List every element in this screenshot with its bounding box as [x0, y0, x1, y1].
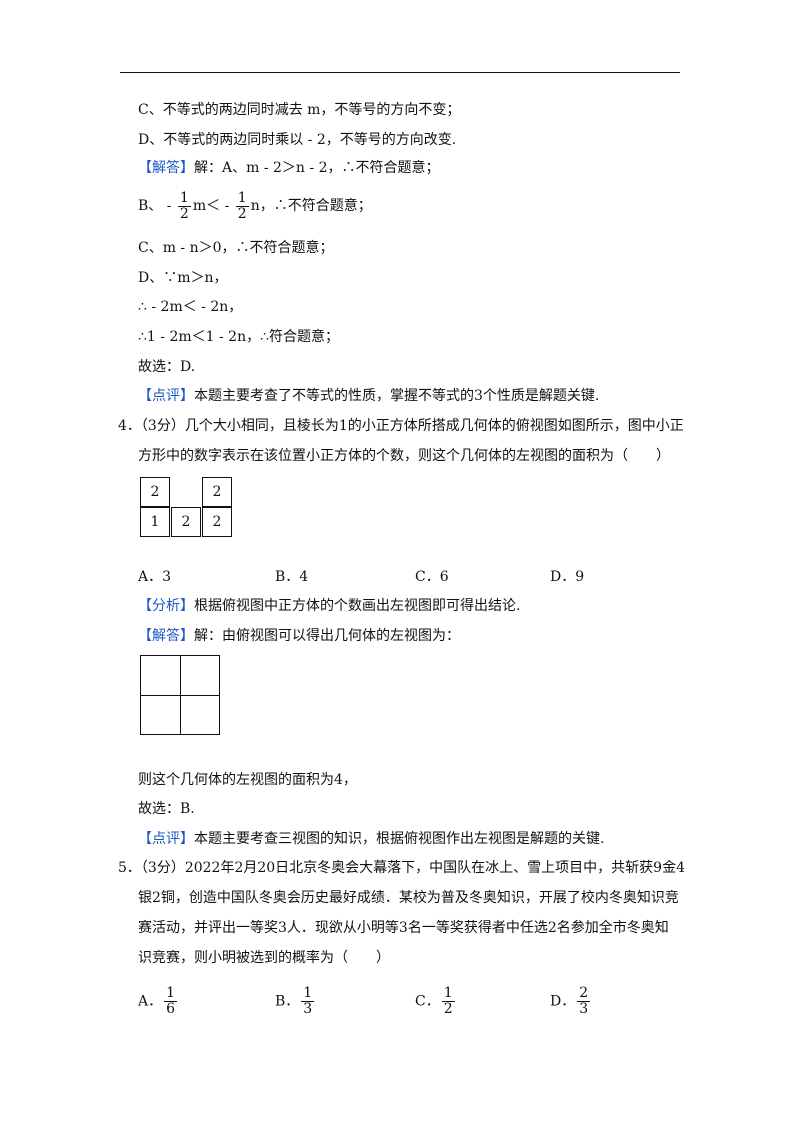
q3-answer-c: C、m - n＞0，∴不符合题意； [138, 240, 334, 256]
header-rule [120, 72, 680, 73]
analysis-tag: 【分析】 [138, 598, 194, 614]
fraction-numerator: 1 [235, 189, 249, 207]
analysis-text: 根据俯视图中正方体的个数画出左视图即可得出结论. [194, 598, 521, 614]
q4-analysis: 【分析】根据俯视图中正方体的个数画出左视图即可得出结论. [138, 596, 520, 616]
option-label: C． [415, 993, 440, 1010]
q5-stem-line4: 识竞赛，则小明被选到的概率为（ ） [138, 950, 390, 966]
fraction-denominator: 3 [303, 1001, 313, 1017]
q4-review: 【点评】本题主要考查三视图的知识，根据俯视图作出左视图是解题的关键. [138, 829, 604, 849]
review-text: 本题主要考查三视图的知识，根据俯视图作出左视图是解题的关键. [194, 831, 605, 847]
grid-cell: 2 [140, 477, 170, 507]
fraction-denominator: 2 [443, 1001, 453, 1017]
q5-stem-line1: 5．（3分）2022年2月20日北京冬奥会大幕落下，中国队在冰上、雪上项目中，共… [118, 860, 685, 876]
answer-a-text: 解：A、m - 2＞n - 2，∴不符合题意； [194, 160, 440, 176]
grid-cell: 2 [171, 507, 201, 537]
answer-tag: 【解答】 [138, 160, 194, 176]
q4-choice: 故选：B. [138, 801, 195, 817]
fraction-denominator: 3 [579, 1001, 589, 1017]
fraction-numerator: 1 [441, 985, 455, 1002]
grid-divider [141, 695, 219, 696]
q4-area: 则这个几何体的左视图的面积为4， [138, 772, 357, 788]
fraction-numerator: 1 [164, 985, 178, 1002]
answer-tag: 【解答】 [138, 628, 194, 644]
q4-option-c: C．6 [415, 569, 449, 585]
q4-stem-line1: 4．（3分）几个大小相同，且棱长为1的小正方体所搭成几何体的俯视图如图所示，图中… [118, 418, 684, 434]
q4-answer: 【解答】解：由俯视图可以得出几何体的左视图为： [138, 626, 460, 646]
review-text: 本题主要考查了不等式的性质，掌握不等式的3个性质是解题关键. [194, 388, 600, 404]
q4-option-b: B．4 [275, 569, 309, 585]
option-label: A． [138, 993, 163, 1010]
answer-text: 解：由俯视图可以得出几何体的左视图为： [194, 628, 460, 644]
q4-option-a: A．3 [138, 569, 172, 585]
fraction-denominator: 2 [179, 205, 189, 222]
q3-review: 【点评】本题主要考查了不等式的性质，掌握不等式的3个性质是解题关键. [138, 386, 599, 406]
q3-answer-d1: D、∵m＞n， [138, 270, 228, 286]
review-tag: 【点评】 [138, 831, 194, 847]
q3-choice: 故选：D. [138, 359, 196, 375]
q5-stem-line3: 赛活动，并评出一等奖3人．现欲从小明等3名一等奖获得者中任选2名参加全市冬奥知 [138, 920, 669, 936]
fraction-denominator: 6 [166, 1001, 176, 1017]
fraction-numerator: 2 [577, 985, 591, 1002]
grid-cell: 2 [202, 477, 232, 507]
left-view-diagram [140, 655, 220, 735]
q3-answer-d2: ∴ - 2m＜ - 2n， [138, 299, 243, 315]
q4-stem-line2: 方形中的数字表示在该位置小正方体的个数，则这个几何体的左视图的面积为（ ） [138, 448, 670, 464]
q3-option-c: C、不等式的两边同时减去 m，不等号的方向不变； [138, 102, 461, 118]
answer-b-suffix: n，∴不符合题意； [250, 198, 372, 214]
q4-option-d: D．9 [550, 569, 585, 585]
q3-answer-d3: ∴1 - 2m＜1 - 2n，∴符合题意； [138, 329, 339, 345]
option-label: B． [275, 993, 300, 1010]
fraction-numerator: 1 [177, 189, 191, 207]
answer-b-mid: m＜ - [192, 198, 230, 214]
answer-b-prefix: B、 - [138, 198, 172, 214]
fraction-numerator: 1 [301, 985, 315, 1002]
q3-option-d: D、不等式的两边同时乘以 - 2，不等号的方向改变. [138, 132, 457, 148]
q5-stem-line2: 银2铜，创造中国队冬奥会历史最好成绩．某校为普及冬奥知识，开展了校内冬奥知识竞 [138, 890, 679, 906]
q3-answer-a: 【解答】解：A、m - 2＞n - 2，∴不符合题意； [138, 158, 439, 178]
review-tag: 【点评】 [138, 388, 194, 404]
grid-cell: 2 [202, 507, 232, 537]
option-label: D． [550, 993, 576, 1010]
fraction-denominator: 2 [237, 205, 247, 222]
grid-cell: 1 [140, 507, 170, 537]
